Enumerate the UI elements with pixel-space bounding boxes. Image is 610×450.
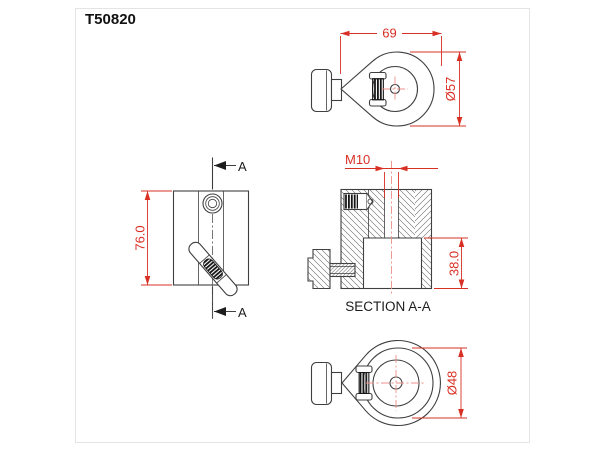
section-view: M10 38.0 SECTION A-A xyxy=(307,152,468,314)
top-hole-outer xyxy=(202,193,223,214)
knob-grip xyxy=(310,361,333,406)
svg-text:Ø57: Ø57 xyxy=(443,77,458,102)
dim-height-76: 76.0 xyxy=(129,190,172,286)
part-number-title: T50820 xyxy=(85,11,136,28)
svg-text:Ø48: Ø48 xyxy=(445,371,460,396)
dim-diameter-48: Ø48 xyxy=(412,347,467,419)
wing-handle xyxy=(188,241,238,297)
stud-cap-top xyxy=(355,365,373,374)
knob-grip xyxy=(310,68,333,113)
section-arrow-bottom: A xyxy=(214,305,247,320)
side-thread-hole xyxy=(343,192,374,211)
svg-text:M10: M10 xyxy=(345,152,370,167)
clamp-knob-section xyxy=(307,248,356,290)
ring-body-outline xyxy=(341,339,441,427)
knob-neck xyxy=(330,371,343,395)
section-body-outline xyxy=(340,188,433,290)
threaded-stud xyxy=(372,78,384,101)
dim-bore-depth-38: 38.0 xyxy=(424,237,468,289)
top-view: 69 Ø57 xyxy=(310,26,466,127)
svg-text:38.0: 38.0 xyxy=(447,251,462,276)
front-view: A A xyxy=(129,157,250,320)
dim-thread-m10: M10 xyxy=(345,152,438,198)
section-caption: SECTION A-A xyxy=(345,299,431,314)
dim-diameter-57: Ø57 xyxy=(410,51,466,127)
section-arrow-top: A xyxy=(214,159,247,174)
stud-cap-bottom xyxy=(355,392,373,401)
knob-neck xyxy=(330,78,343,102)
knob-shaft-thread xyxy=(330,263,355,277)
handle-thread-hub xyxy=(203,258,223,280)
bottom-view: Ø48 xyxy=(310,339,467,427)
dim-width-69: 69 xyxy=(340,26,442,84)
svg-text:76.0: 76.0 xyxy=(133,225,148,250)
svg-text:A: A xyxy=(238,305,247,320)
stud-cap-bottom xyxy=(368,98,387,107)
stud-cap-top xyxy=(368,71,387,80)
svg-text:69: 69 xyxy=(382,26,396,41)
svg-text:A: A xyxy=(238,159,247,174)
